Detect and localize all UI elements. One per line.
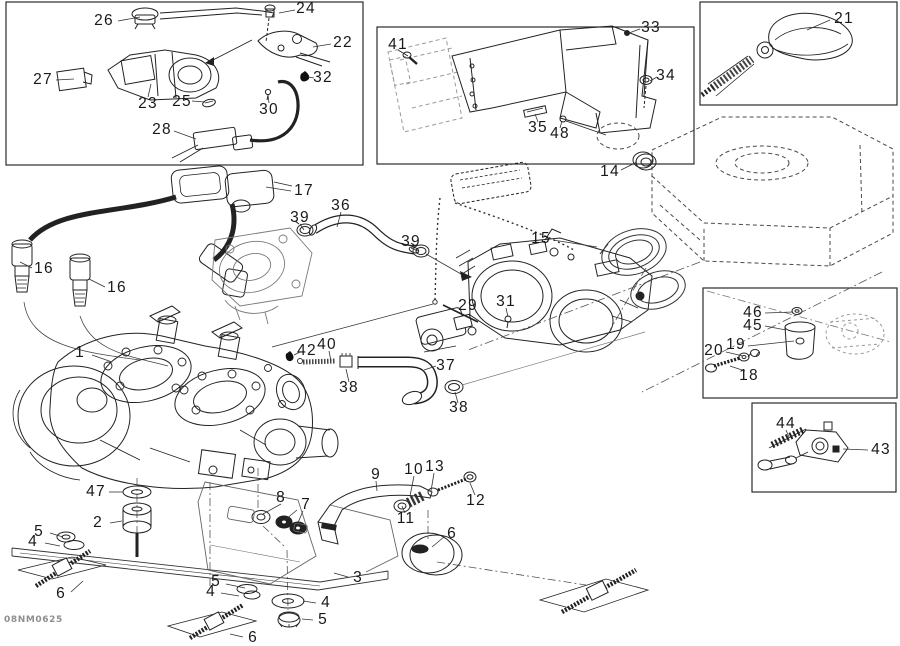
inset-box-support-hardware [702,287,898,399]
grommet-14-drawing [632,151,657,171]
support-arm-drawing [317,471,477,576]
mount-reference-lines [136,468,587,611]
inset-box-throttle-switch [5,1,364,166]
frame-drawing [11,481,399,591]
ignition-coil-drawing [28,165,293,298]
inset-box-grip [699,1,898,106]
air-silencer-drawing [596,116,894,267]
watermark-code: 08NM0625 [4,615,63,625]
coolant-hose-36-drawing [294,214,472,281]
hose-37-drawing [285,331,646,406]
mount-hardware-drawing [56,485,307,628]
carburetor-drawing [455,228,653,353]
cable-reference-drawing [271,161,575,348]
throttle-switch-drawing [56,4,331,163]
fuel-pump-drawing [415,304,512,353]
intake-manifold-drawing [211,227,313,325]
heat-shield-drawing [387,25,657,136]
stud-drawings [17,549,650,640]
spark-plug-drawings [11,239,169,367]
leader-lines [19,9,869,638]
inset-box-latch [751,402,897,493]
support-hardware-drawing [705,290,892,373]
grip-drawing [700,12,853,97]
adapter-rings-15-drawing [601,228,686,310]
latch-drawing [757,421,849,471]
reference-dash-lines [467,261,883,393]
engine-drawing [12,305,339,489]
inset-box-heat-shield [376,26,695,165]
